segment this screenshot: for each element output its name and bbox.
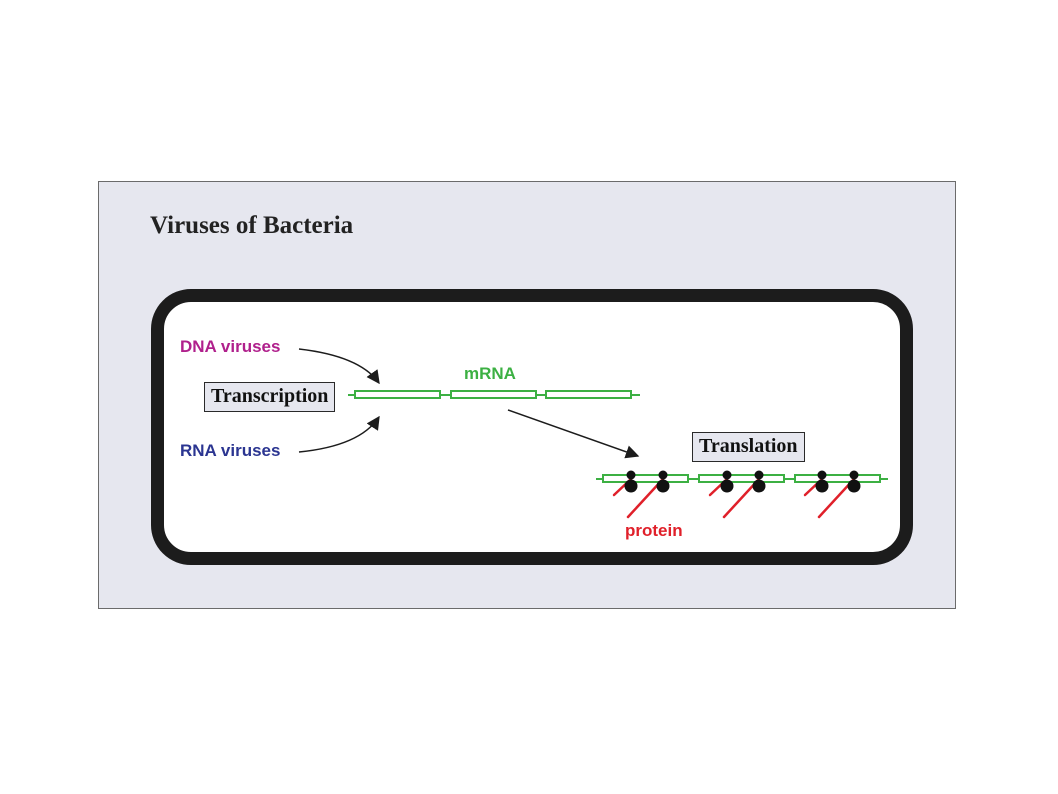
rna-viruses-label: RNA viruses	[180, 441, 281, 460]
transcription-box: Transcription	[204, 382, 336, 412]
ribosome-icon	[847, 470, 861, 493]
rna-to-transcription-arrow	[298, 415, 380, 453]
mrna-label: mRNA	[464, 364, 516, 383]
protein-label: protein	[625, 521, 683, 540]
ribosomes	[624, 470, 861, 493]
ribosome-icon	[656, 470, 670, 493]
figure-title: Viruses of Bacteria	[150, 212, 354, 239]
translation-box: Translation	[692, 432, 805, 462]
ribosome-icon	[624, 470, 638, 493]
translated-mrna-strand	[596, 474, 888, 483]
bacterial-cell	[151, 289, 913, 565]
mrna-to-translation-arrow	[507, 409, 640, 459]
mrna-strand	[348, 390, 640, 399]
ribosome-icon	[720, 470, 734, 493]
dna-viruses-label: DNA viruses	[180, 337, 281, 356]
ribosome-icon	[815, 470, 829, 493]
dna-to-transcription-arrow	[298, 348, 380, 385]
ribosome-icon	[752, 470, 766, 493]
